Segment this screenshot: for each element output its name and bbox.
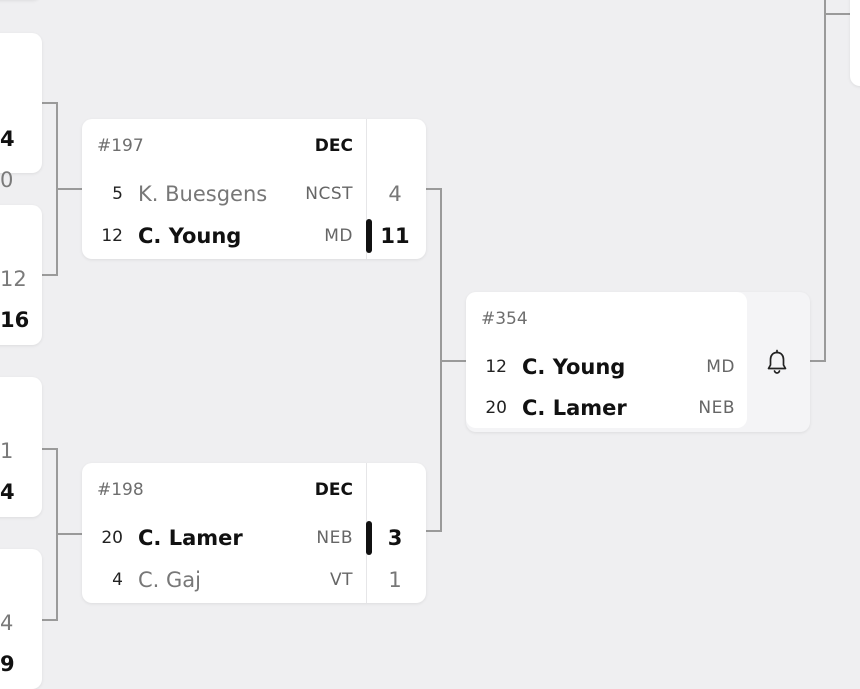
winner-indicator (366, 219, 372, 253)
match-number: #354 (481, 309, 528, 329)
competitor-row[interactable]: 4 C. Gaj VT 1 (82, 565, 426, 595)
competitor-team: MD (324, 226, 353, 246)
match-card-197[interactable]: #197 DEC 5 K. Buesgens NCST 4 12 C. Youn… (82, 119, 426, 259)
score-divider (366, 119, 367, 259)
match-number: #198 (97, 480, 144, 500)
winner-indicator (366, 521, 372, 555)
competitor-score: 4 (388, 182, 402, 206)
match-result-type: DEC (314, 136, 353, 156)
competitor-team: NEB (698, 398, 735, 418)
previous-match-card[interactable]: 4 9 (0, 549, 42, 689)
previous-match-card[interactable]: 4 0 (0, 33, 42, 192)
competitor-score: 3 (387, 526, 403, 550)
competitor-team: VT (329, 570, 353, 590)
competitor-row[interactable]: 20 C. Lamer NEB 3 (82, 521, 426, 555)
match-score: 1 (0, 439, 14, 463)
bell-icon[interactable] (763, 348, 791, 376)
competitor-name: C. Young (522, 355, 626, 379)
competitor-row[interactable]: 12 C. Young MD 11 (82, 219, 426, 253)
competitor-row[interactable]: 20 C. Lamer NEB (466, 393, 747, 423)
competitor-seed: 12 (485, 357, 507, 377)
competitor-team: MD (706, 357, 735, 377)
competitor-name: K. Buesgens (138, 182, 268, 206)
bracket-connectors (42, 0, 860, 621)
match-score: 0 (0, 168, 14, 192)
competitor-score: 11 (380, 224, 410, 248)
competitor-seed: 20 (485, 398, 507, 418)
competitor-seed: 20 (101, 528, 123, 548)
competitor-name: C. Lamer (138, 526, 243, 550)
competitor-row[interactable]: 5 K. Buesgens NCST 4 (82, 179, 426, 209)
match-score: 4 (0, 127, 15, 151)
competitor-name: C. Gaj (138, 568, 201, 592)
competitor-seed: 5 (112, 184, 123, 204)
match-number: #197 (97, 136, 144, 156)
match-score: 12 (0, 267, 27, 291)
connector-line (426, 188, 442, 532)
partial-card-top-right[interactable] (850, 0, 860, 86)
previous-match-card[interactable]: 1 4 (0, 377, 42, 517)
competitor-name: C. Lamer (522, 396, 627, 420)
match-score: 4 (0, 480, 15, 504)
connector-line (42, 448, 58, 621)
competitor-seed: 12 (101, 226, 123, 246)
match-result-type: DEC (314, 480, 353, 500)
competitor-score: 1 (388, 568, 402, 592)
competitor-row[interactable]: 12 C. Young MD (466, 352, 747, 382)
connector-line (810, 0, 826, 362)
match-info-panel: #354 12 C. Young MD 20 C. Lamer NEB (466, 292, 747, 428)
competitor-name: C. Young (138, 224, 242, 248)
match-card-354[interactable]: #354 12 C. Young MD 20 C. Lamer NEB (466, 292, 810, 432)
competitor-seed: 4 (112, 570, 123, 590)
match-score: 4 (0, 611, 14, 635)
match-score: 16 (0, 308, 30, 332)
match-score: 9 (0, 652, 15, 676)
previous-match-card[interactable]: 12 16 (0, 205, 42, 345)
competitor-team: NCST (305, 184, 353, 204)
match-card-198[interactable]: #198 DEC 20 C. Lamer NEB 3 4 C. Gaj VT 1 (82, 463, 426, 603)
competitor-team: NEB (316, 528, 353, 548)
connector-line (42, 102, 58, 276)
